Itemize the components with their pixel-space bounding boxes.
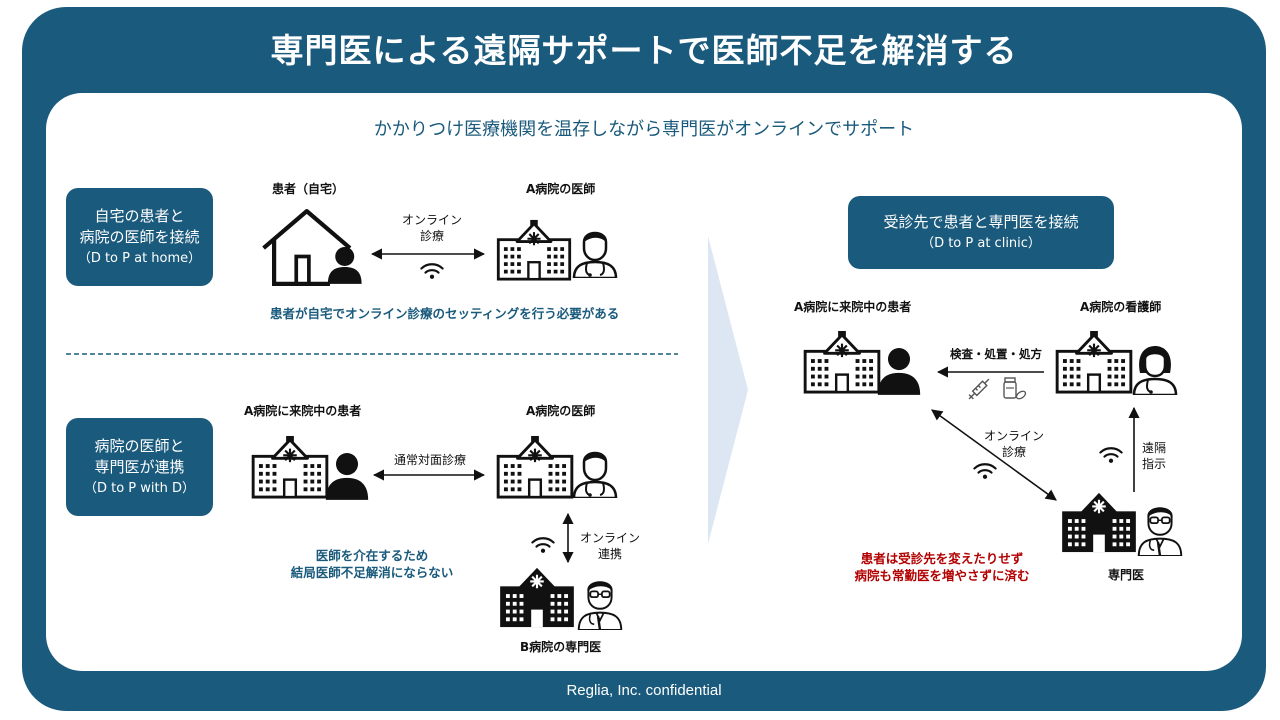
- hospital-solid-icon: [1061, 491, 1137, 554]
- badge-clinic-sub: （D to P at clinic）: [921, 235, 1041, 251]
- badge-with-doctor: 病院の医師と 専門医が連携 （D to P with D）: [66, 418, 213, 516]
- b-specialist-label: B病院の専門医: [520, 640, 602, 654]
- wifi-icon: [973, 463, 997, 480]
- clinic-nurse-label: A病院の看護師: [1080, 300, 1162, 314]
- online-collab-label: オンライン連携: [579, 531, 640, 561]
- home-doctor-label: A病院の医師: [526, 182, 596, 196]
- clinic-specialist-label: 専門医: [1108, 568, 1145, 582]
- badge-clinic-line1: 受診先で患者と専門医を接続: [883, 212, 1079, 231]
- clinic-patient-label: A病院に来院中の患者: [794, 300, 912, 314]
- home-link-label: オンライン診療: [401, 213, 462, 243]
- clinic-online-label: オンライン診療: [983, 429, 1044, 459]
- remote-instruction-label: 遠隔指示: [1142, 441, 1167, 471]
- badge-with-doctor-line2: 専門医が連携: [94, 457, 185, 476]
- badge-home-sub: （D to P at home）: [77, 250, 202, 266]
- face-to-face-label: 通常対面診療: [394, 453, 467, 467]
- badge-home: 自宅の患者と 病院の医師を接続 （D to P at home）: [66, 188, 213, 286]
- page-title: 専門医による遠隔サポートで医師不足を解消する: [270, 31, 1018, 70]
- medicine-icon: [1003, 377, 1027, 400]
- home-patient-label: 患者（自宅）: [272, 182, 345, 196]
- subtitle: かかりつけ医療機関を温存しながら専門医がオンラインでサポート: [373, 119, 915, 140]
- badge-clinic: 受診先で患者と専門医を接続 （D to P at clinic）: [848, 196, 1114, 269]
- specialist-icon: [1137, 505, 1183, 556]
- wifi-icon: [1099, 447, 1123, 464]
- visit-patient-label: A病院に来院中の患者: [244, 404, 362, 418]
- footer-confidential: Reglia, Inc. confidential: [566, 682, 722, 699]
- syringe-icon: [968, 378, 990, 400]
- clinic-note: 患者は受診先を変えたりせず病院も常勤医を増やさずに済む: [854, 551, 1030, 583]
- visit-doctor-label: A病院の医師: [526, 404, 596, 418]
- badge-with-doctor-line1: 病院の医師と: [94, 436, 185, 455]
- home-note: 患者が自宅でオンライン診療のセッティングを行う必要がある: [270, 306, 620, 321]
- content-panel: [46, 93, 1242, 671]
- exam-treatment-label: 検査・処置・処方: [950, 347, 1042, 361]
- badge-home-line2: 病院の医師を接続: [79, 227, 200, 246]
- badge-home-line1: 自宅の患者と: [94, 206, 185, 225]
- badge-with-doctor-sub: （D to P with D）: [83, 480, 196, 496]
- with-doctor-note: 医師を介在するため結局医師不足解消にならない: [290, 548, 454, 580]
